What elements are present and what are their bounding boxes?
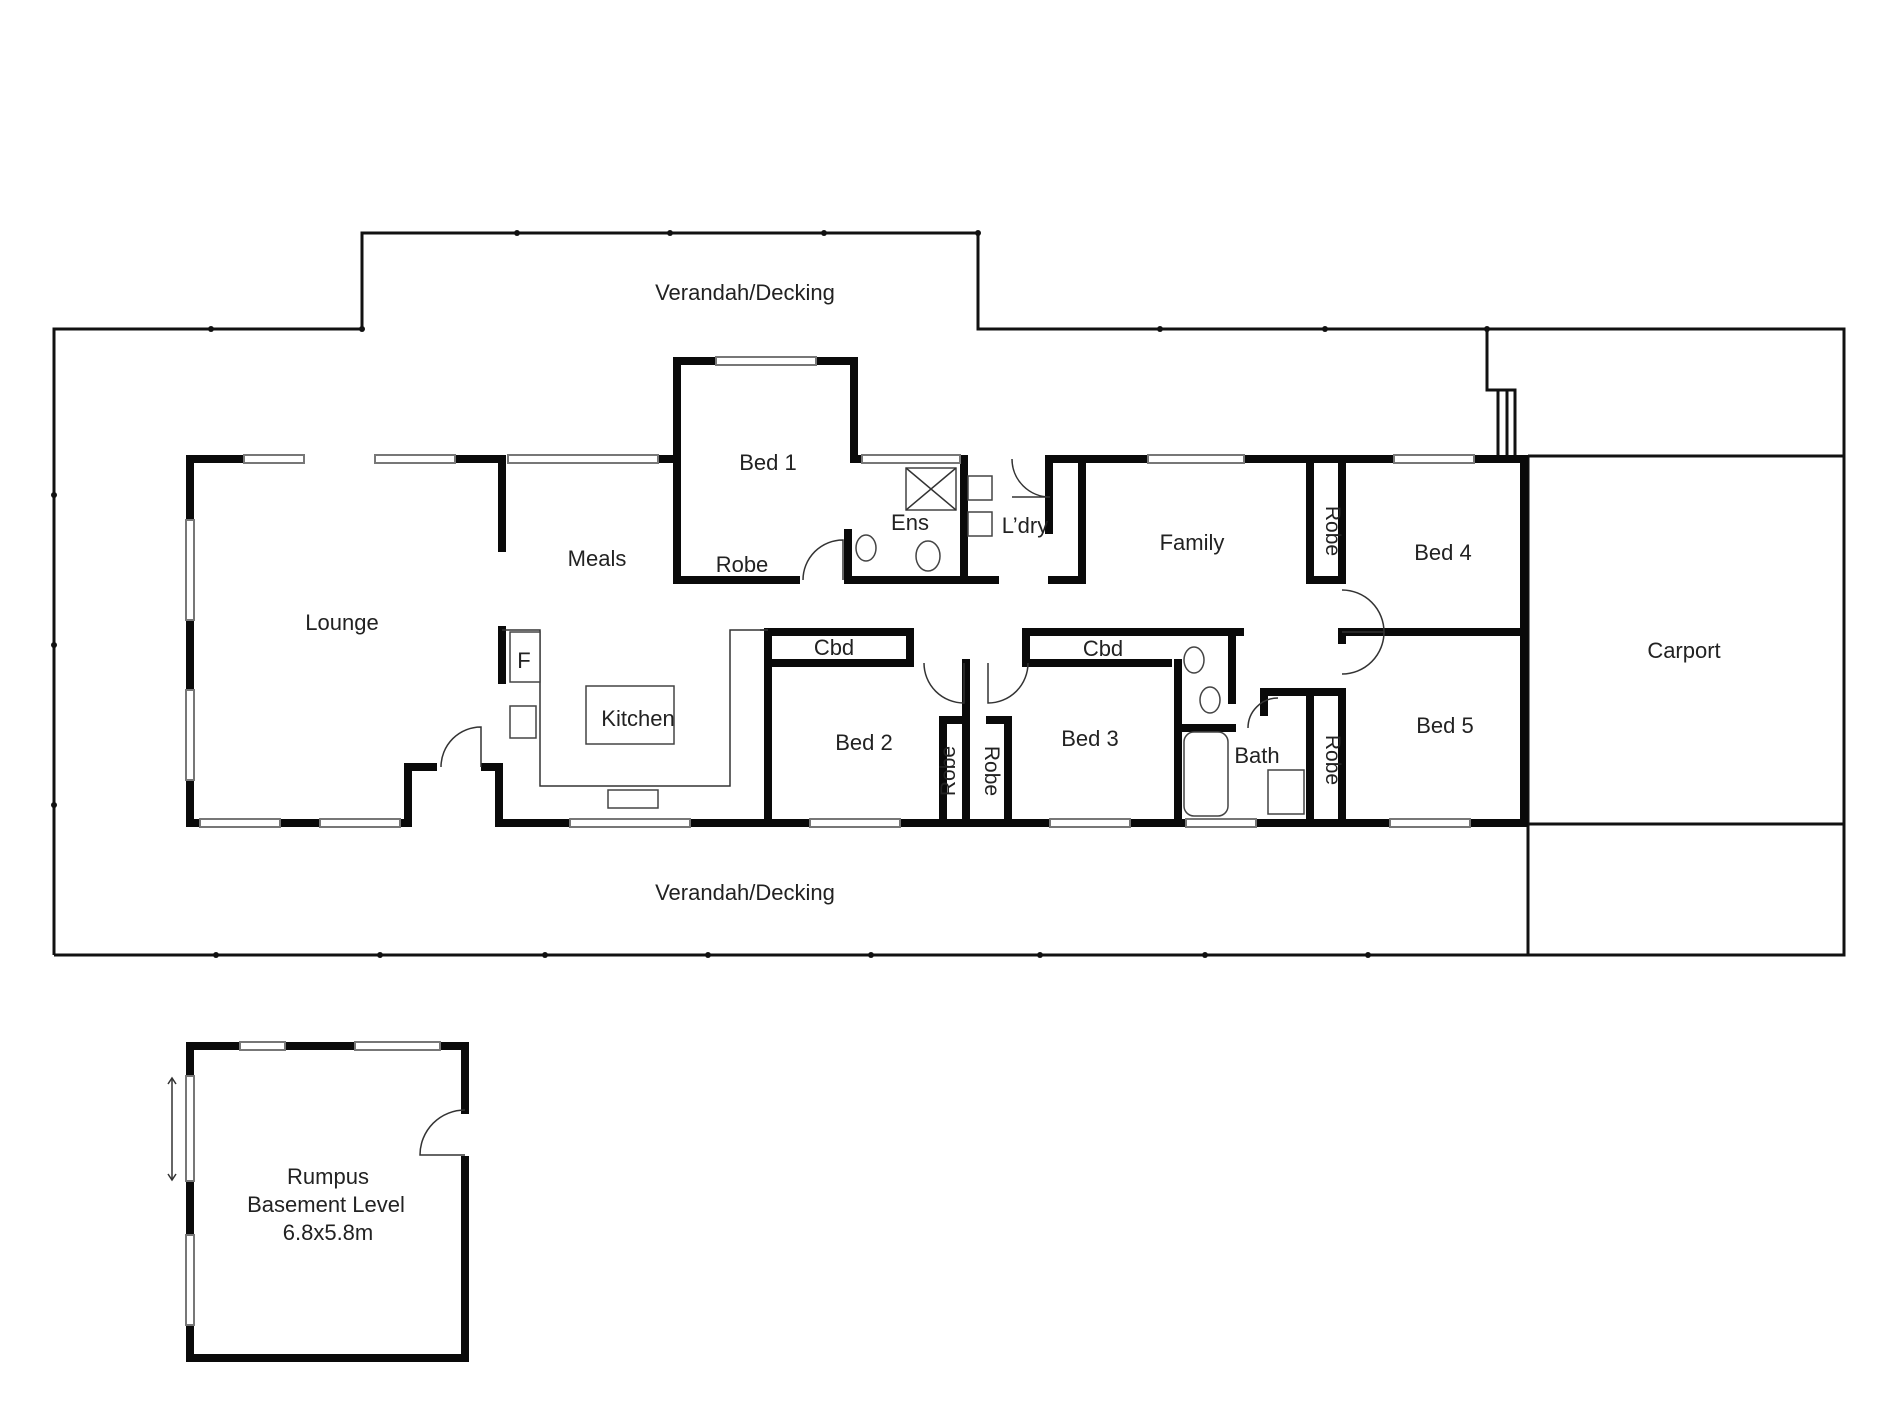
label-cbd2: Cbd xyxy=(814,635,854,660)
toilet-icon xyxy=(915,540,941,572)
label-meals: Meals xyxy=(568,546,627,571)
rumpus-size: 6.8x5.8m xyxy=(283,1220,374,1245)
label-bed1: Bed 1 xyxy=(739,450,797,475)
label-robe3: Robe xyxy=(980,746,1003,796)
label-robe5: Robe xyxy=(1321,735,1344,785)
fridge-space xyxy=(509,631,541,683)
rumpus-title: Rumpus xyxy=(287,1164,369,1189)
doors xyxy=(440,458,1385,768)
label-laundry: L’dry xyxy=(1002,513,1048,538)
bath-toilet-icon xyxy=(1183,646,1205,674)
label-robe2: Robe xyxy=(937,746,960,796)
label-bed2: Bed 2 xyxy=(835,730,893,755)
label-bed4: Bed 4 xyxy=(1414,540,1472,565)
kitchen-island xyxy=(585,685,675,745)
trough-icon xyxy=(967,511,993,537)
label-robe1: Robe xyxy=(716,552,769,577)
verandah-outline xyxy=(51,230,1846,958)
kitchen-bench xyxy=(502,629,768,809)
bathtub-icon xyxy=(1183,731,1229,817)
room-labels: Verandah/Decking Verandah/Decking Bed 1 … xyxy=(305,280,1720,905)
rumpus-level: Basement Level xyxy=(247,1192,405,1217)
label-robe4: Robe xyxy=(1321,506,1344,556)
label-carport: Carport xyxy=(1647,638,1720,663)
label-lounge: Lounge xyxy=(305,610,378,635)
windows xyxy=(185,356,1475,828)
label-kitchen: Kitchen xyxy=(601,706,674,731)
basin-icon xyxy=(855,534,877,562)
label-family: Family xyxy=(1160,530,1225,555)
label-ens: Ens xyxy=(891,510,929,535)
washer-icon xyxy=(967,475,993,501)
label-bed5: Bed 5 xyxy=(1416,713,1474,738)
label-fridge: F xyxy=(517,648,530,673)
cooktop-icon xyxy=(509,705,537,739)
basement-rumpus: Rumpus Basement Level 6.8x5.8m xyxy=(167,1041,469,1362)
label-cbd3: Cbd xyxy=(1083,636,1123,661)
label-verandah-bottom: Verandah/Decking xyxy=(655,880,835,905)
label-bed3: Bed 3 xyxy=(1061,726,1119,751)
bath-shower-icon xyxy=(1267,769,1305,815)
bath-basin-icon xyxy=(1199,686,1221,714)
sink-icon xyxy=(607,789,659,809)
label-verandah-top: Verandah/Decking xyxy=(655,280,835,305)
label-bath: Bath xyxy=(1234,743,1279,768)
fixtures xyxy=(855,467,1305,817)
